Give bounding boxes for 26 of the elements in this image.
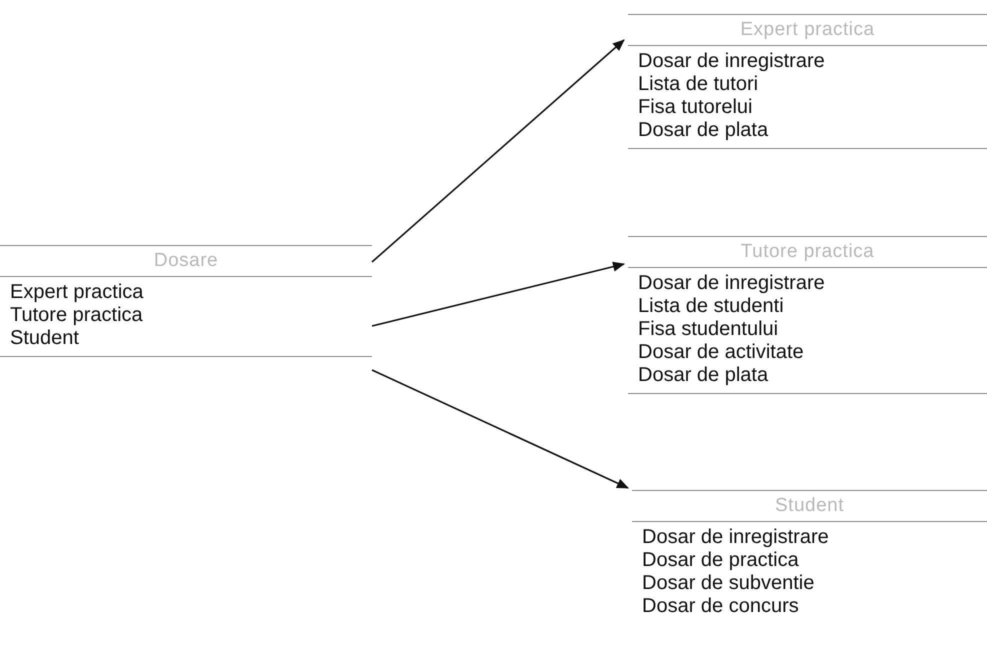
list-item: Dosar de plata (637, 119, 770, 142)
list-item: Dosar de plata (637, 364, 770, 387)
class-box (628, 14, 987, 149)
list-item: Tutore practica (9, 304, 144, 327)
box-heading: Dosare (0, 246, 372, 277)
list-item: Student (9, 327, 80, 350)
list-item: Lista de studenti (637, 295, 785, 318)
arrow (372, 369, 629, 489)
arrow (372, 262, 625, 327)
arrow (371, 39, 625, 263)
list-item: Dosar de inregistrare (637, 272, 826, 295)
list-item: Lista de tutori (637, 73, 760, 96)
list-item: Expert practica (9, 281, 144, 304)
list-item: Dosar de concurs (641, 595, 800, 618)
list-item: Dosar de activitate (637, 341, 805, 364)
class-box (628, 236, 987, 394)
box-heading: Student (632, 491, 987, 522)
class-box (0, 245, 372, 357)
list-item: Dosar de practica (641, 549, 800, 572)
box-heading: Expert practica (628, 15, 987, 46)
list-item: Dosar de inregistrare (637, 50, 826, 73)
list-item: Dosar de inregistrare (641, 526, 830, 549)
list-item: Fisa tutorelui (637, 96, 754, 119)
box-heading: Tutore practica (628, 237, 987, 268)
list-item: Dosar de subventie (641, 572, 816, 595)
list-item: Fisa studentului (637, 318, 780, 341)
